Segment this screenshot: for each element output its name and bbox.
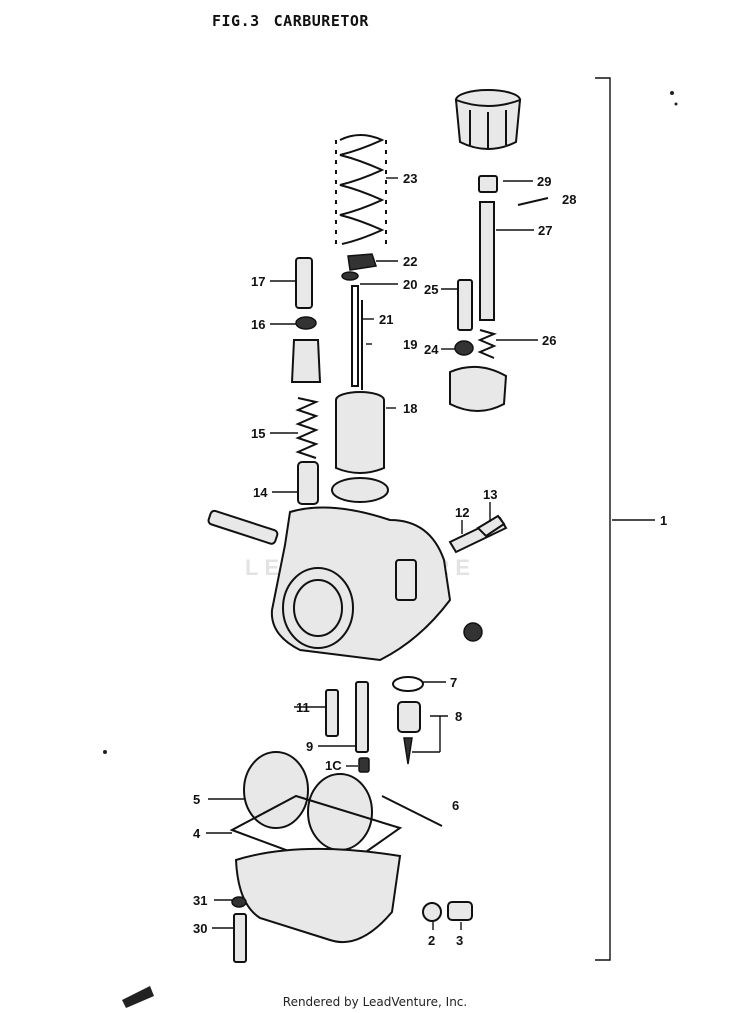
figure-name: CARBURETOR xyxy=(273,12,369,30)
callout-label: 6 xyxy=(452,798,459,813)
callout-label: 23 xyxy=(403,171,417,186)
callout-label: 12 xyxy=(455,505,469,520)
callout-label: 13 xyxy=(483,487,497,502)
adjuster xyxy=(290,339,322,383)
callout-label: 5 xyxy=(193,792,200,807)
leader-lines xyxy=(206,177,538,930)
nut-16 xyxy=(295,316,317,330)
callout-label: 30 xyxy=(193,921,207,936)
callout-label: 9 xyxy=(306,739,313,754)
needle-valve-8 xyxy=(397,701,421,733)
callout-label: 18 xyxy=(403,401,417,416)
rod-27 xyxy=(479,201,495,321)
callout-label: 3 xyxy=(456,933,463,948)
figure-number: FIG.3 xyxy=(212,12,260,30)
callout-labels: 1 2 3 4 5 6 7 8 9 1C 11 12 13 14 15 16 1… xyxy=(193,171,667,948)
clip-22 xyxy=(347,253,377,271)
callout-label: 14 xyxy=(253,485,268,500)
callout-label: 24 xyxy=(424,342,439,357)
plug-3 xyxy=(447,901,473,921)
washer-2 xyxy=(422,902,442,922)
e-ring-20 xyxy=(341,271,359,281)
callout-label: 4 xyxy=(193,826,201,841)
floats-5 xyxy=(243,751,373,851)
callout-label: 1 xyxy=(660,513,667,528)
callout-label: 27 xyxy=(538,223,552,238)
needle-21 xyxy=(351,285,359,387)
callout-label: 17 xyxy=(251,274,265,289)
callout-label: 1C xyxy=(325,758,342,773)
callout-label: 16 xyxy=(251,317,265,332)
assembly-bracket xyxy=(595,77,655,961)
callout-label: 25 xyxy=(424,282,438,297)
carburetor-body xyxy=(207,477,452,662)
cap-29 xyxy=(478,175,498,193)
callout-label: 26 xyxy=(542,333,556,348)
cable-lid xyxy=(449,365,508,412)
callout-label: 31 xyxy=(193,893,207,908)
o-ring-7 xyxy=(392,676,424,692)
callout-label: 21 xyxy=(379,312,393,327)
plug xyxy=(463,622,483,642)
spring-26 xyxy=(477,329,497,359)
scan-speckles xyxy=(103,91,678,1008)
callout-label: 8 xyxy=(455,709,462,724)
callout-label: 20 xyxy=(403,277,417,292)
figure-title: FIG.3 CARBURETOR xyxy=(212,12,383,30)
callout-label: 28 xyxy=(562,192,576,207)
pin-28 xyxy=(517,197,549,206)
callout-label: 11 xyxy=(296,700,310,715)
float-bowl xyxy=(234,847,402,944)
jet-14 xyxy=(297,461,319,505)
callout-label: 7 xyxy=(450,675,457,690)
top-cap xyxy=(454,89,522,150)
jet-10 xyxy=(358,757,370,773)
washer-31 xyxy=(231,896,247,908)
callout-label: 22 xyxy=(403,254,417,269)
needle-8 xyxy=(403,737,413,765)
spring-23 xyxy=(335,134,387,245)
jet-11 xyxy=(325,689,339,737)
washer-24 xyxy=(454,340,474,356)
screw-17 xyxy=(295,257,313,309)
callout-label: 15 xyxy=(251,426,265,441)
callout-label: 29 xyxy=(537,174,551,189)
callout-label: 19 xyxy=(403,337,417,352)
jet-9 xyxy=(355,681,369,753)
screw-30 xyxy=(233,913,247,963)
pin-6 xyxy=(381,795,443,827)
footer-credit: Rendered by LeadVenture, Inc. xyxy=(282,995,468,1009)
spring-15 xyxy=(295,397,320,459)
screw-25 xyxy=(457,279,473,331)
throttle-slide-18 xyxy=(335,391,385,474)
callout-label: 2 xyxy=(428,933,435,948)
screw-13 xyxy=(476,514,506,538)
